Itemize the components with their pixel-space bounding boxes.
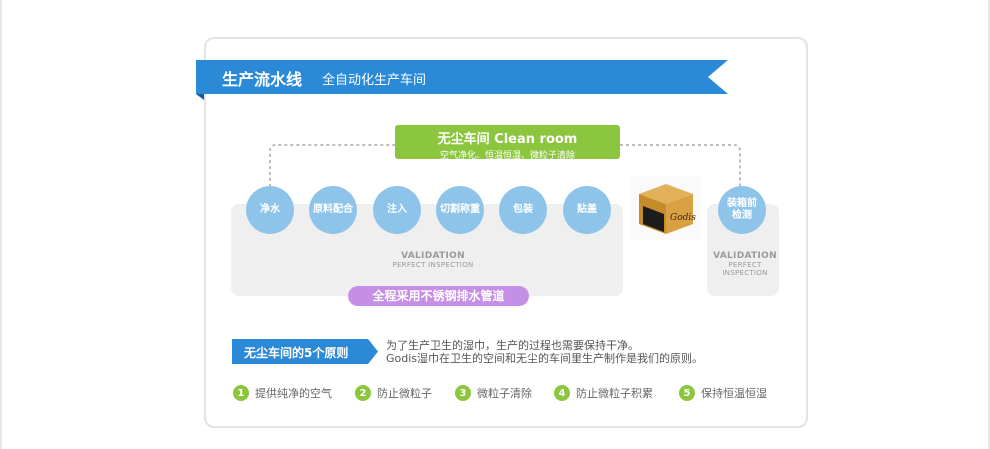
principle-number-badge: 4 (554, 385, 570, 401)
validation-subtitle: PERFECT INSPECTION (392, 261, 474, 269)
step-circle-injection: 注入 (373, 186, 421, 234)
step-circle-packing: 包装 (499, 186, 547, 234)
principle-item: 3 微粒子清除 (455, 384, 532, 402)
final-step-label-line2: 检测 (732, 210, 752, 221)
validation-title: VALIDATION (401, 251, 465, 261)
principle-number-badge: 3 (455, 385, 471, 401)
principles-heading: 无尘车间的5个原则 (244, 346, 349, 360)
step-label: 注入 (387, 204, 407, 215)
validation-panel-main (231, 204, 623, 296)
banner-subtitle: 全自动化生产车间 (322, 73, 427, 88)
principle-item: 2 防止微粒子 (355, 384, 432, 402)
principle-text: 提供纯净的空气 (255, 387, 332, 400)
box-logo-text: Godis (670, 213, 696, 223)
step-label: 切割称重 (440, 204, 480, 215)
principle-number-badge: 5 (679, 385, 695, 401)
principles-description-line2: Godis湿巾在卫生的空间和无尘的车间里生产制作是我们的原则。 (386, 352, 704, 365)
stainless-pipe-note: 全程采用不锈钢排水管道 (348, 286, 529, 306)
validation-subtitle-right-1: PERFECT (728, 261, 762, 269)
step-label: 贴盖 (577, 204, 597, 215)
validation-text-right: VALIDATION PERFECT INSPECTION (707, 251, 783, 277)
production-line-banner: 生产流水线 全自动化生产车间 (196, 60, 728, 100)
banner-title: 生产流水线 (222, 70, 303, 89)
page-left-border (0, 0, 2, 449)
validation-title-right: VALIDATION (713, 251, 777, 261)
validation-text-main: VALIDATION PERFECT INSPECTION (233, 251, 633, 269)
clean-room-title: 无尘车间 Clean room (437, 132, 578, 147)
principles-ribbon-shape (232, 339, 378, 364)
step-label: 包装 (513, 204, 533, 215)
principles-heading-banner: 无尘车间的5个原则 (232, 339, 378, 364)
principle-text: 防止微粒子 (377, 387, 432, 400)
final-step-label-line1: 装箱前 (727, 198, 757, 209)
clean-room-subtitle: 空气净化、恒温恒湿、微粒子清除 (439, 151, 575, 161)
step-circle-mixing: 原料配合 (309, 186, 357, 234)
step-label: 净水 (260, 204, 280, 215)
principle-number-badge: 2 (355, 385, 371, 401)
clean-room-box: 无尘车间 Clean room 空气净化、恒温恒湿、微粒子清除 (395, 125, 620, 161)
principle-text: 防止微粒子积累 (576, 387, 653, 400)
principles-description: 为了生产卫生的湿巾，生产的过程也需要保持干净。 Godis湿巾在卫生的空间和无尘… (386, 339, 703, 365)
dashed-connector-line (269, 144, 741, 187)
step-circle-pure-water: 净水 (246, 186, 294, 234)
principles-description-line1: 为了生产卫生的湿巾，生产的过程也需要保持干净。 (386, 339, 639, 352)
banner-ribbon-shape (196, 60, 728, 100)
principle-text: 微粒子清除 (477, 387, 532, 400)
carton-box-icon: Godis (639, 184, 696, 234)
step-circle-cutting: 切割称重 (436, 186, 484, 234)
page-right-border (988, 0, 990, 449)
step-label: 原料配合 (313, 204, 353, 215)
principle-text: 保持恒温恒湿 (701, 387, 767, 400)
step-circle-capping: 贴盖 (563, 186, 611, 234)
product-box-image: Godis (631, 176, 701, 240)
principle-number-badge: 1 (233, 385, 249, 401)
principle-item: 4 防止微粒子积累 (554, 384, 653, 402)
principle-item: 1 提供纯净的空气 (233, 384, 332, 402)
step-circle-pre-packing-inspection: 装箱前 检测 (718, 186, 766, 234)
principle-item: 5 保持恒温恒湿 (679, 384, 767, 402)
validation-subtitle-right-2: INSPECTION (722, 269, 768, 277)
